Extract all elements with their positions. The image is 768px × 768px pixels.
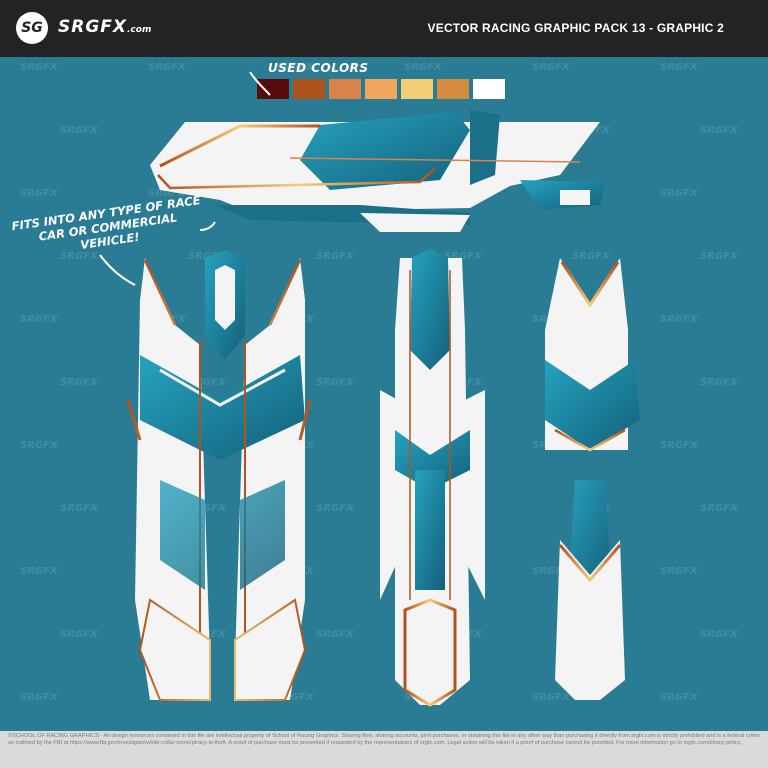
watermark-text: SRGFX (700, 503, 739, 514)
watermark-text: SRGFX (700, 377, 739, 388)
header-bar: SG SRGFX.com VECTOR RACING GRAPHIC PACK … (0, 0, 768, 57)
watermark-text: SRGFX (60, 377, 99, 388)
watermark-text: SRGFX (20, 692, 59, 703)
watermark-text: SRGFX (20, 188, 59, 199)
roof-graphic-center (380, 248, 485, 707)
watermark-text: SRGFX (20, 566, 59, 577)
watermark-text: SRGFX (316, 377, 355, 388)
callout-arrow-icon (99, 254, 136, 286)
watermark-text: SRGFX (660, 188, 699, 199)
color-swatch (329, 79, 361, 99)
watermark-text: SRGFX (572, 251, 611, 262)
watermark-text: SRGFX (532, 62, 571, 73)
callout-arrow-icon (199, 221, 216, 231)
used-colors-arrow-icon (249, 71, 271, 96)
watermark-text: SRGFX (188, 503, 227, 514)
watermark-text: SRGFX (188, 377, 227, 388)
watermark-text: SRGFX (276, 62, 315, 73)
page-title: VECTOR RACING GRAPHIC PACK 13 - GRAPHIC … (427, 21, 724, 35)
racing-graphic-artwork: SRGFX SRGFX SRGFX SRGFX SRGFX SRGFX SRGFX SRGFX… (20, 62, 739, 707)
color-swatches (257, 79, 505, 99)
watermark-text: SRGFX (316, 251, 355, 262)
color-swatch (293, 79, 325, 99)
watermark-text: SRGFX (660, 692, 699, 703)
color-swatch (365, 79, 397, 99)
watermark-text: SRGFX (660, 566, 699, 577)
watermark-text: SRGFX (660, 440, 699, 451)
watermark-text: SRGFX (316, 629, 355, 640)
watermark-text: SRGFX (148, 188, 187, 199)
watermark-text: SRGFX (60, 251, 99, 262)
watermark-text: SRGFX (700, 251, 739, 262)
watermark-text: SRGFX (148, 62, 187, 73)
watermark-text: SRGFX (276, 692, 315, 703)
watermark-text: SRGFX (404, 62, 443, 73)
watermark-text: SRGFX (20, 440, 59, 451)
watermark-text: SRGFX (700, 125, 739, 136)
watermark-text: SRGFX (444, 251, 483, 262)
watermark-text: SRGFX (60, 503, 99, 514)
watermark-text: SRGFX (188, 251, 227, 262)
used-colors-label: USED COLORS (268, 61, 369, 75)
watermark-text: SRGFX (60, 125, 99, 136)
tailgate-graphic-right (545, 258, 640, 700)
hood-graphic-left (126, 250, 312, 701)
color-swatch (401, 79, 433, 99)
watermark-text: SRGFX (20, 314, 59, 325)
copyright-footer: ©SCHOOL OF RACING GRAPHICS - All design … (0, 731, 768, 768)
watermark-text: SRGFX (700, 629, 739, 640)
watermark-text: SRGFX (660, 62, 699, 73)
color-swatch (473, 79, 505, 99)
watermark-text: SRGFX (660, 314, 699, 325)
watermark-text: SRGFX (532, 692, 571, 703)
watermark-text: SRGFX (532, 566, 571, 577)
watermark-text: SRGFX (60, 629, 99, 640)
watermark-text: SRGFX (20, 62, 59, 73)
brand-logo-icon: SG (16, 12, 48, 44)
side-panel-graphic (150, 110, 605, 232)
color-swatch (257, 79, 289, 99)
watermark-text: SRGFX (316, 503, 355, 514)
brand-name: SRGFX.com (58, 17, 152, 37)
color-swatch (437, 79, 469, 99)
